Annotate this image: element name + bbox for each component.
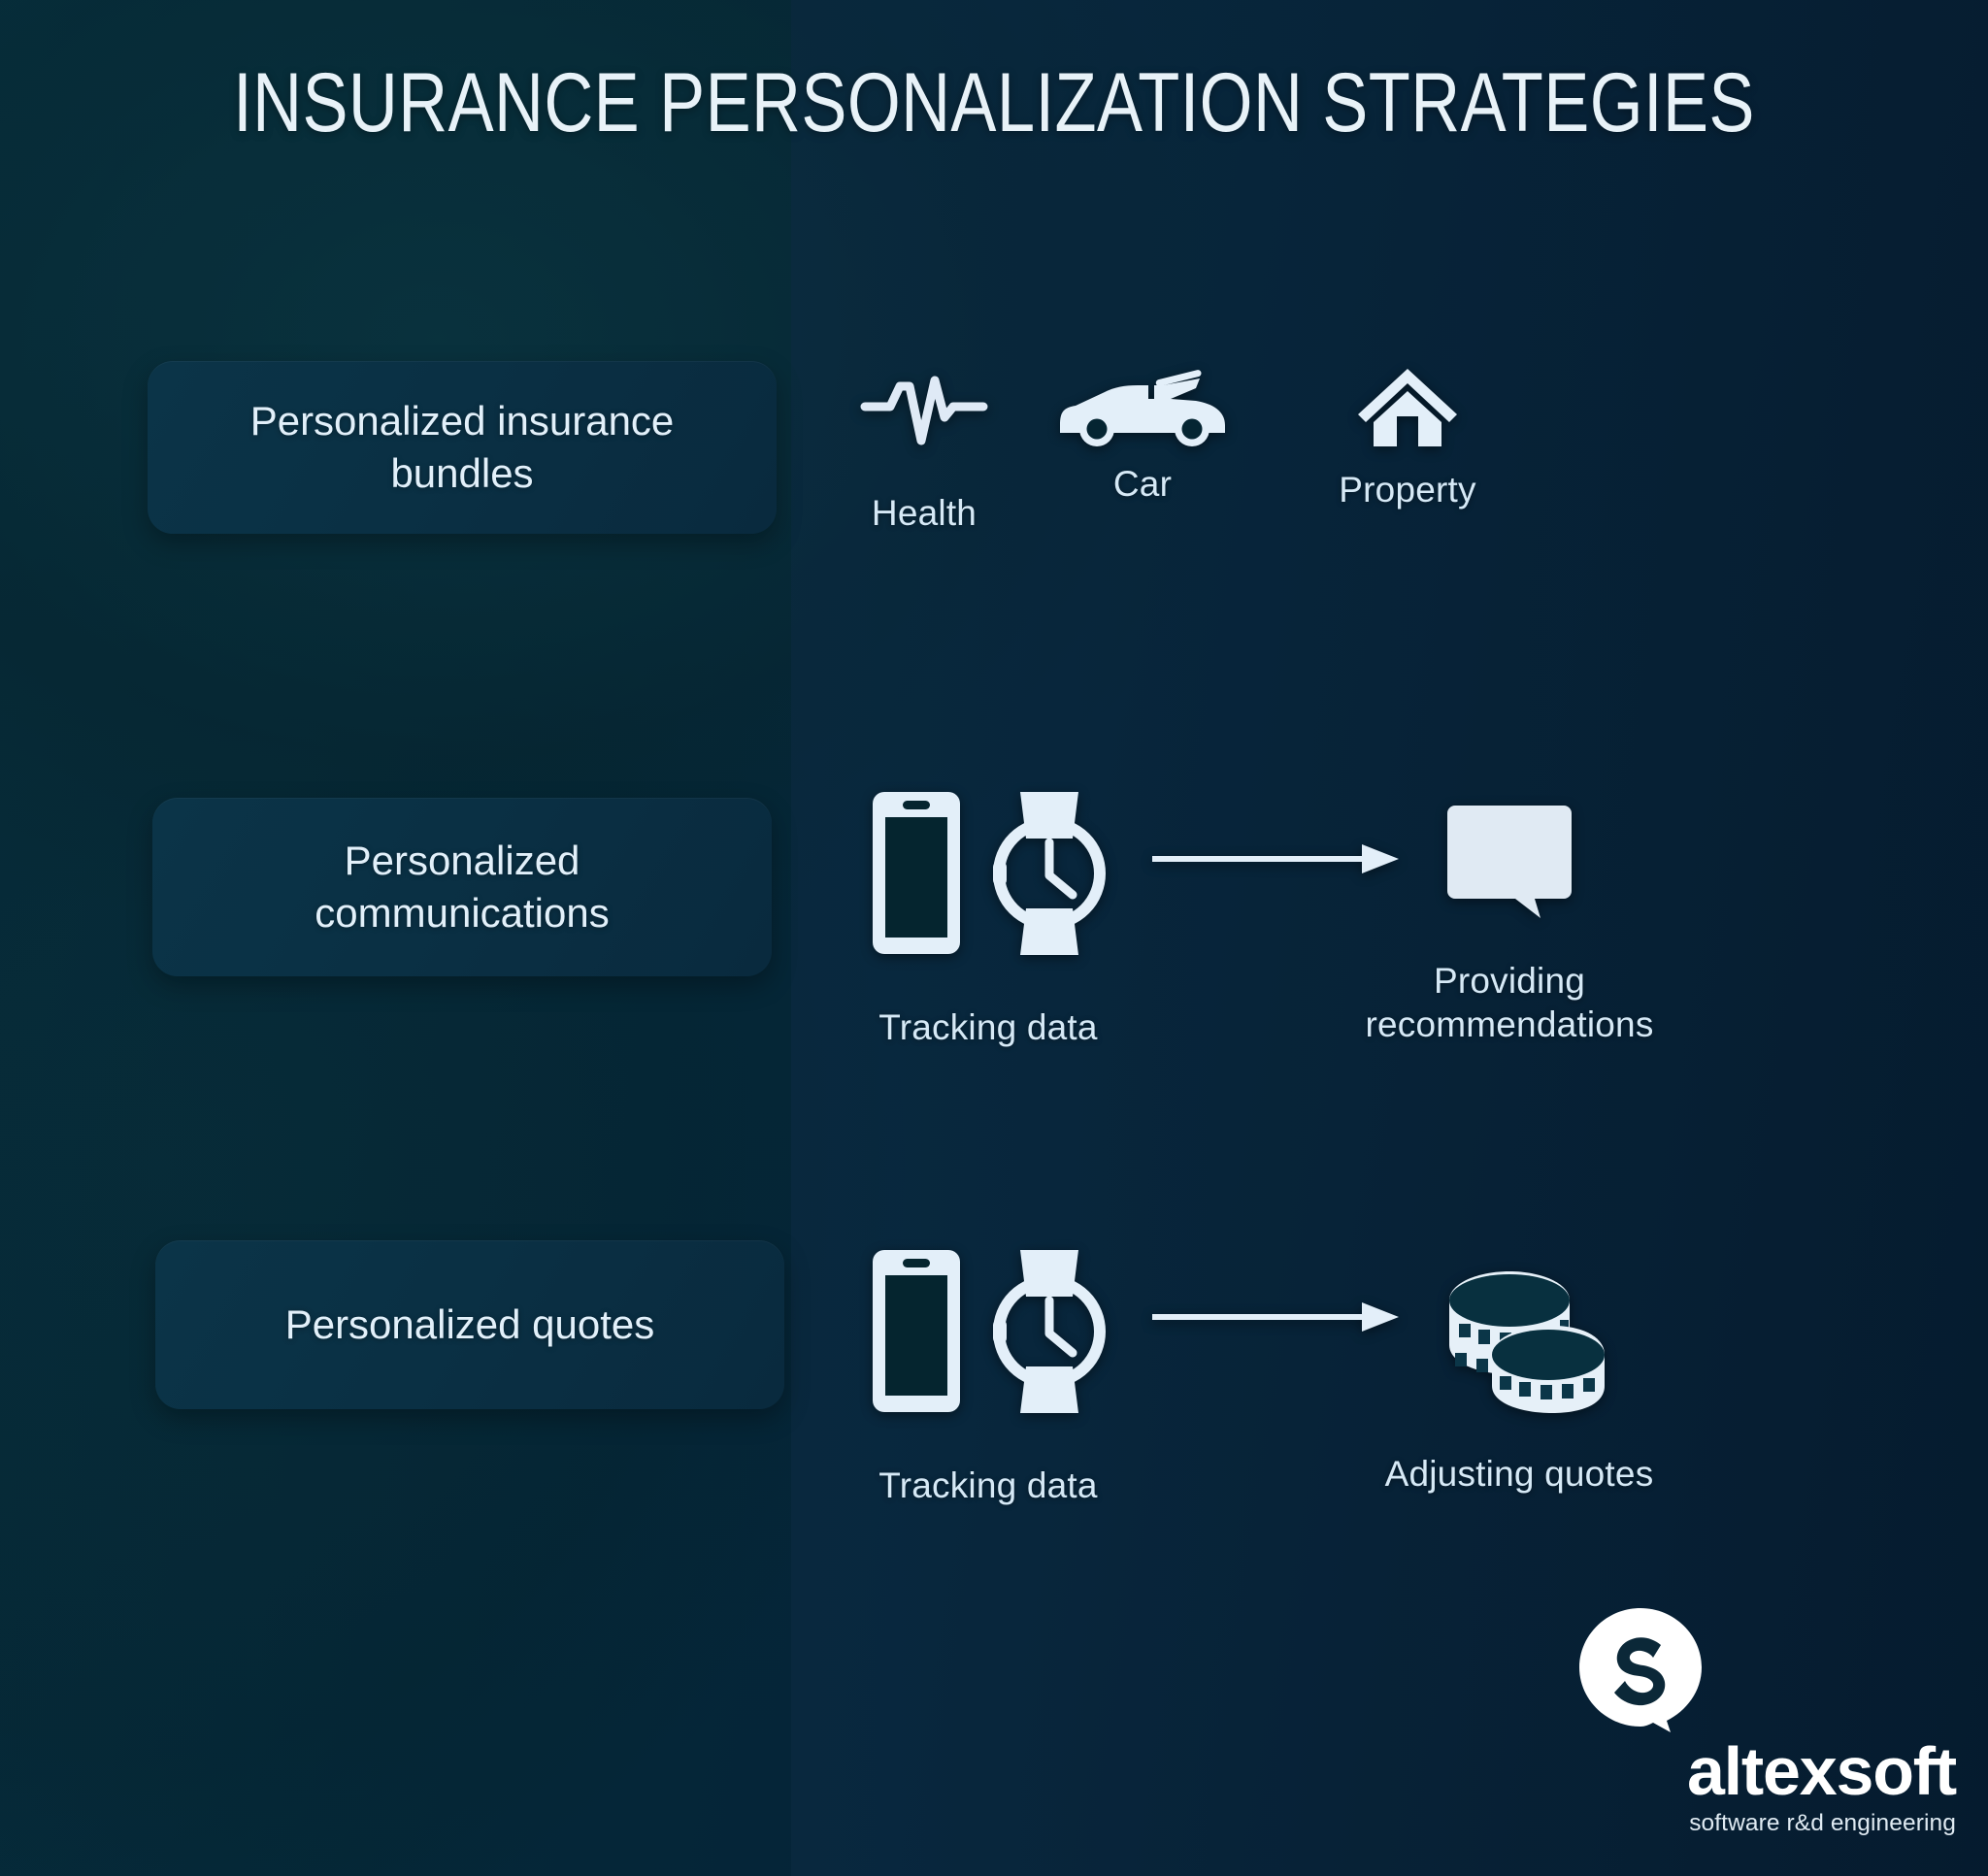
row-2-result-caption-line-2: recommendations bbox=[1365, 1004, 1654, 1045]
row-2-tracking-data-group: Tracking data bbox=[852, 786, 1124, 1049]
card-personalized-quotes[interactable]: Personalized quotes bbox=[155, 1240, 784, 1409]
heartbeat-pulse-icon bbox=[860, 376, 988, 445]
arrow-right-icon bbox=[1152, 844, 1399, 873]
card-personalized-communications[interactable]: Personalized communications bbox=[152, 798, 772, 976]
row-2-result-group: Providing recommendations bbox=[1335, 802, 1684, 1046]
row-2-source-caption: Tracking data bbox=[878, 1007, 1098, 1047]
row-2-result-caption: Providing recommendations bbox=[1365, 959, 1653, 1046]
smartwatch-icon bbox=[993, 1250, 1106, 1413]
smartwatch-icon bbox=[993, 792, 1106, 955]
row-3-result-group: Adjusting quotes bbox=[1359, 1262, 1679, 1496]
house-icon bbox=[1358, 369, 1457, 446]
item-property-caption: Property bbox=[1339, 470, 1476, 510]
brand-wordmark: altexsoft bbox=[1686, 1733, 1957, 1809]
page-title: INSURANCE PERSONALIZATION STRATEGIES bbox=[179, 58, 1808, 148]
card-2-label-line-1: Personalized bbox=[344, 838, 580, 884]
item-car: Car bbox=[1050, 369, 1235, 506]
arrow-right-icon bbox=[1152, 1302, 1399, 1332]
speech-bubble-icon bbox=[1447, 806, 1572, 918]
row-3-source-caption: Tracking data bbox=[878, 1465, 1098, 1505]
card-1-label-line-1: Personalized insurance bbox=[249, 398, 675, 444]
row-2-result-caption-line-1: Providing bbox=[1433, 961, 1586, 1001]
smartphone-icon bbox=[873, 791, 960, 954]
item-property: Property bbox=[1291, 363, 1524, 511]
car-icon bbox=[1060, 370, 1225, 446]
row-3-tracking-data-group: Tracking data bbox=[852, 1244, 1124, 1507]
card-3-label-line-1: Personalized quotes bbox=[284, 1301, 655, 1348]
brand-tagline: software r&d engineering bbox=[1689, 1810, 1956, 1836]
brand-logo[interactable]: altexsoft software r&d engineering bbox=[1500, 1606, 1957, 1835]
row-3-result-caption: Adjusting quotes bbox=[1384, 1454, 1654, 1494]
card-1-label-line-2: bundles bbox=[390, 450, 534, 496]
card-personalized-insurance-bundles[interactable]: Personalized insurance bundles bbox=[148, 361, 777, 534]
item-health-caption: Health bbox=[871, 493, 977, 533]
altexsoft-speech-bubble-logo-icon bbox=[1579, 1608, 1702, 1732]
item-car-caption: Car bbox=[1112, 464, 1173, 504]
coins-stack-icon bbox=[1449, 1271, 1605, 1413]
item-health: Health bbox=[837, 361, 1011, 535]
page-title-line-1: INSURANCE PERSONALIZATION bbox=[233, 56, 1304, 149]
smartphone-icon bbox=[873, 1249, 960, 1412]
card-2-label-line-2: communications bbox=[315, 890, 610, 936]
page-title-line-2: STRATEGIES bbox=[1322, 56, 1755, 149]
